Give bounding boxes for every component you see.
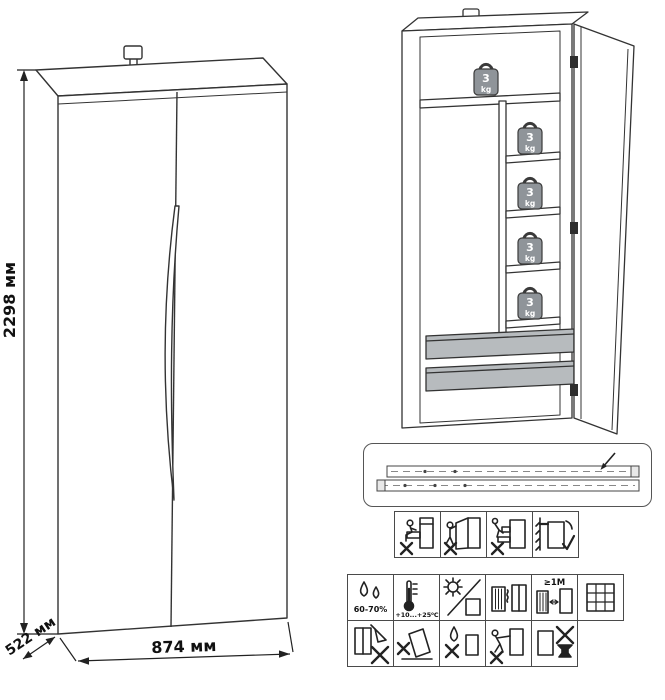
pictogram-no-leaning-on-open-door — [440, 511, 487, 558]
pictogram-temperature: +10...+25⁰C — [393, 574, 440, 621]
top-shelf — [419, 92, 561, 109]
svg-text:kg: kg — [525, 144, 535, 153]
pictogram-avoid-direct-sunlight — [439, 574, 486, 621]
hinge-icon — [570, 222, 578, 234]
shelf — [505, 151, 561, 164]
pictogram-anchor-to-wall — [532, 511, 579, 558]
door-handle — [164, 205, 180, 501]
handling-warning-icons — [347, 620, 578, 667]
shelf-load-weight-icon: 3 kg — [517, 286, 543, 320]
no-climbing-icon — [490, 517, 526, 556]
shelf — [505, 316, 561, 329]
wardrobe-front-face — [57, 83, 288, 635]
depth-dimension-label: 522 мм — [3, 614, 59, 659]
vertical-divider — [498, 100, 507, 334]
top-hinge-cap-icon — [123, 45, 143, 60]
drawer-slide-diagram — [363, 443, 652, 507]
ventilation-grid-icon — [586, 583, 615, 612]
shelf-load-weight-icon: 3 kg — [473, 62, 499, 96]
pictogram-humidity: 60-70% — [347, 574, 394, 621]
svg-text:kg: kg — [525, 254, 535, 263]
pictogram-keep-away-from-heaters — [485, 574, 532, 621]
load-unit: kg — [481, 85, 491, 94]
open-wardrobe-view: 3 kg 3 kg 3 kg 3 kg — [401, 8, 635, 435]
hinge-icon — [570, 384, 578, 396]
usage-warning-icons — [394, 511, 579, 558]
humidity-icon: 60-70% — [354, 581, 388, 614]
pictogram-no-heavy-loads — [531, 620, 578, 667]
no-dragging-icon — [489, 628, 524, 665]
open-door — [573, 23, 635, 435]
shelf-load-weight-icon: 3 kg — [517, 231, 543, 265]
hinge-icon — [570, 56, 578, 68]
pictogram-no-climbing-on-drawers — [486, 511, 533, 558]
no-leaning-on-door-icon — [443, 517, 481, 556]
svg-text:kg: kg — [525, 309, 535, 318]
no-tilting-icon — [396, 628, 433, 660]
anchor-to-wall-icon — [535, 517, 576, 551]
min-1m-distance-icon: ≥1M — [536, 578, 573, 614]
door-gap-line — [170, 91, 178, 628]
temperature-label: +10...+25⁰C — [395, 611, 439, 619]
pictogram-no-wet-cleaning — [439, 620, 486, 667]
width-dimension-label: 874 мм — [151, 636, 217, 657]
no-wet-cleaning-icon — [444, 626, 479, 659]
distance-label: ≥1M — [544, 578, 566, 588]
height-dimension-label: 2298 мм — [0, 262, 19, 338]
svg-text:3: 3 — [526, 241, 534, 254]
pictogram-no-sitting-on-drawer — [394, 511, 441, 558]
svg-text:3: 3 — [526, 131, 534, 144]
shelf-load-weight-icon: 3 kg — [517, 176, 543, 210]
no-sharp-objects-icon — [354, 624, 390, 665]
shelf-load-weight-icon: 3 kg — [517, 121, 543, 155]
temperature-icon: +10...+25⁰C — [395, 580, 439, 619]
pictogram-no-tilting — [393, 620, 440, 667]
load-value: 3 — [482, 72, 490, 85]
humidity-label: 60-70% — [354, 605, 388, 614]
pictogram-min-distance-from-heat: ≥1M — [531, 574, 578, 621]
pictogram-ventilated-room — [577, 574, 624, 621]
svg-text:3: 3 — [526, 296, 534, 309]
no-direct-sunlight-icon — [443, 577, 481, 616]
pictogram-no-dragging — [485, 620, 532, 667]
environment-condition-icons: 60-70% +10...+25⁰C — [347, 574, 624, 621]
no-heat-source-icon — [491, 584, 527, 612]
svg-text:kg: kg — [525, 199, 535, 208]
shelf — [505, 206, 561, 219]
no-sitting-on-drawer-icon — [399, 517, 434, 556]
drawer-slide-icon — [376, 452, 640, 492]
pictogram-no-sharp-objects — [347, 620, 394, 667]
no-heavy-loads-icon — [537, 625, 575, 658]
closed-wardrobe-view — [35, 45, 288, 635]
shelf — [505, 261, 561, 274]
svg-text:3: 3 — [526, 186, 534, 199]
